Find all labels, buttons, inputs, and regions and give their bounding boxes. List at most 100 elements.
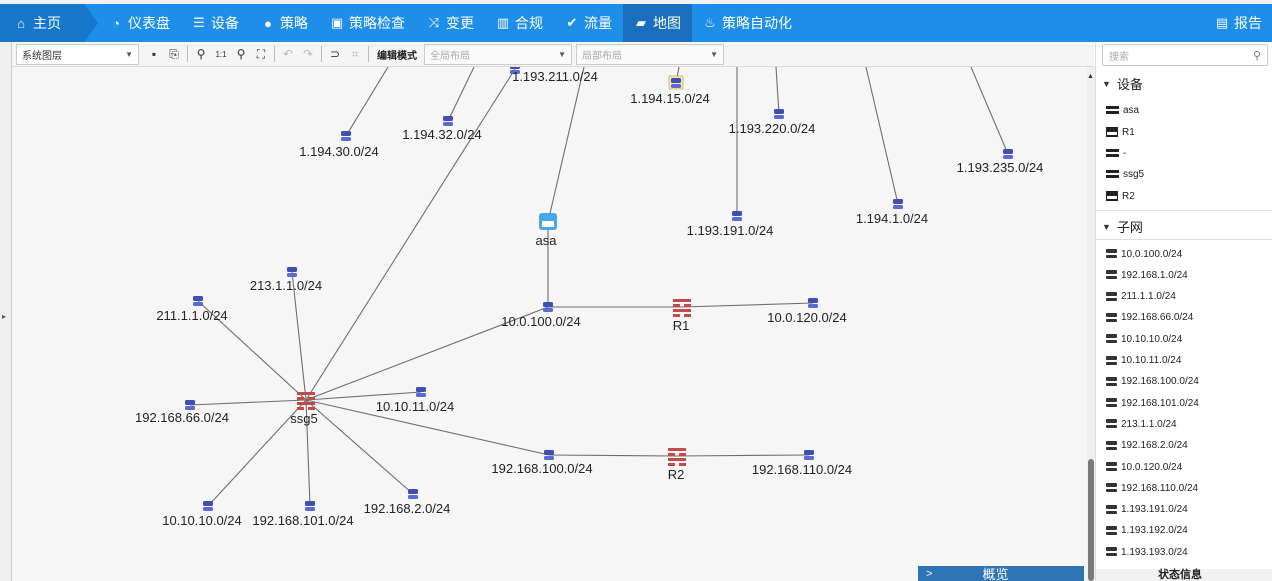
device-item-asa[interactable]: asa	[1106, 102, 1139, 118]
fit-screen-icon[interactable]: ⛶	[256, 46, 266, 61]
export-icon[interactable]: ⎘	[169, 46, 179, 61]
device-item-ssg5[interactable]: ssg5	[1106, 166, 1144, 182]
ssg5-router-icon[interactable]	[297, 392, 315, 410]
nav-report[interactable]: ▤报告	[1215, 4, 1262, 42]
nav-compliance[interactable]: ▥合规	[485, 4, 554, 42]
search-placeholder: 搜索	[1109, 51, 1129, 63]
map-link	[547, 67, 585, 223]
subnet-item[interactable]: 10.0.100.0/24	[1106, 246, 1182, 262]
nav-policy-automation[interactable]: ♨策略自动化	[692, 4, 803, 42]
subnet-node-icon[interactable]	[544, 450, 554, 460]
subnet-item[interactable]: 213.1.1.0/24	[1106, 416, 1177, 432]
subnet-node-icon[interactable]	[804, 450, 814, 460]
subnet-item[interactable]: 1.193.191.0/24	[1106, 502, 1188, 518]
scroll-up-icon[interactable]: ▲	[1087, 73, 1094, 80]
local-layout-select[interactable]: 局部布局▼	[576, 43, 724, 65]
top-nav: ⌂ 主页 ◔仪表盘 ☰设备 ●策略 ▣策略检查 ⤨变更 ▥合规 ✔流量 ▰地图 …	[0, 0, 1272, 42]
subnet-item[interactable]: 192.168.1.0/24	[1106, 267, 1188, 283]
nav-devices[interactable]: ☰设备	[181, 4, 250, 42]
device-item-r1[interactable]: R1	[1106, 124, 1135, 140]
subnet-item[interactable]: 211.1.1.0/24	[1106, 289, 1176, 305]
subnet-name: 192.168.2.0/24	[1121, 440, 1188, 452]
subnet-node-icon[interactable]	[774, 109, 784, 119]
subnet-node-icon[interactable]	[668, 75, 684, 90]
subnet-item[interactable]: 192.168.2.0/24	[1106, 438, 1188, 454]
left-panel-toggle[interactable]: ▸	[0, 42, 12, 581]
zoom-out-icon[interactable]: ⚲	[236, 47, 246, 61]
nav-change[interactable]: ⤨变更	[416, 4, 485, 42]
devices-section-header[interactable]: ▼ 设备	[1102, 74, 1143, 93]
nav-policy[interactable]: ●策略	[250, 4, 319, 42]
nav-home[interactable]: ⌂ 主页	[0, 4, 98, 42]
subnets-section-header[interactable]: ▼ 子网	[1102, 217, 1143, 236]
subnet-node-icon[interactable]	[510, 67, 520, 74]
search-input[interactable]: 搜索 ⚲	[1102, 44, 1268, 66]
node-label: 1.194.1.0/24	[856, 211, 928, 226]
subnet-item[interactable]: 192.168.100.0/24	[1106, 374, 1199, 390]
subnet-node-icon[interactable]	[893, 199, 903, 209]
topology-graph[interactable]: 1.193.211.0/241.194.15.0/241.194.30.0/24…	[12, 67, 1087, 581]
subnet-node-icon[interactable]	[443, 116, 453, 126]
subnet-node-icon[interactable]	[203, 501, 213, 511]
subnet-node-icon[interactable]	[305, 501, 315, 511]
caret-down-icon: ▼	[558, 49, 566, 59]
subnet-node-icon[interactable]	[808, 298, 818, 308]
node-label: 1.193.191.0/24	[687, 223, 774, 238]
subnet-node-icon[interactable]	[732, 211, 742, 221]
subnet-node-icon[interactable]	[185, 400, 195, 410]
subnet-item[interactable]: 192.168.101.0/24	[1106, 395, 1199, 411]
subnet-node-icon[interactable]	[408, 489, 418, 499]
scrollbar-thumb[interactable]	[1088, 459, 1094, 581]
subnet-item[interactable]: 10.0.120.0/24	[1106, 459, 1182, 475]
subnet-item[interactable]: 1.193.193.0/24	[1106, 544, 1188, 560]
redo-icon[interactable]: ↷	[302, 47, 314, 61]
subnet-node-icon[interactable]	[1003, 149, 1013, 159]
subnet-node-icon[interactable]	[341, 131, 351, 141]
subnet-item[interactable]: 192.168.110.0/24	[1106, 480, 1198, 496]
bar-chart-icon: ▥	[496, 15, 510, 30]
select-icon[interactable]: ⌗	[351, 46, 359, 61]
subnet-item[interactable]: 1.193.192.0/24	[1106, 523, 1188, 539]
save-icon[interactable]: ▪	[151, 47, 157, 61]
nav-dashboard[interactable]: ◔仪表盘	[98, 4, 181, 42]
subnet-item[interactable]: 192.168.66.0/24	[1106, 310, 1193, 326]
subnet-name: 192.168.110.0/24	[1121, 482, 1199, 494]
layer-select[interactable]: 系统图层▼	[16, 43, 139, 65]
asa-firewall-icon[interactable]	[539, 213, 557, 230]
map-link	[305, 399, 550, 456]
undo-icon[interactable]: ↶	[282, 47, 294, 61]
node-label: 192.168.66.0/24	[135, 410, 229, 425]
nav-traffic[interactable]: ✔流量	[554, 4, 623, 42]
global-layout-select[interactable]: 全局布局▼	[424, 43, 572, 65]
overview-panel-header[interactable]: > 概览	[918, 566, 1084, 581]
r1-router-icon[interactable]	[673, 299, 691, 317]
flame-icon: ♨	[704, 15, 716, 30]
node-label: ssg5	[290, 411, 317, 426]
nav-label: 地图	[653, 15, 681, 31]
section-divider	[1096, 210, 1272, 211]
edit-mode-button[interactable]: 编辑模式	[372, 47, 422, 62]
status-panel-header[interactable]: 状态信息	[1096, 569, 1272, 581]
nav-label: 流量	[584, 15, 612, 31]
device-item-dash[interactable]: -	[1106, 145, 1126, 161]
map-link	[970, 67, 1009, 155]
zoom-in-icon[interactable]: ⚲	[196, 47, 206, 61]
r2-router-icon[interactable]	[668, 448, 686, 466]
subnet-node-icon[interactable]	[416, 387, 426, 397]
subnet-item[interactable]: 10.10.10.0/24	[1106, 331, 1182, 347]
toolbar-divider	[368, 46, 369, 62]
map-link	[197, 300, 307, 401]
nav-map[interactable]: ▰地图	[623, 4, 692, 42]
link-icon[interactable]: ⊃	[329, 47, 341, 61]
subnet-node-icon[interactable]	[287, 267, 297, 277]
subnet-icon	[1106, 462, 1117, 472]
subnet-node-icon[interactable]	[543, 302, 553, 312]
zoom-reset-button[interactable]: 1:1	[212, 45, 230, 63]
nav-policy-check[interactable]: ▣策略检查	[319, 4, 416, 42]
subnet-node-icon[interactable]	[193, 296, 203, 306]
subnet-item[interactable]: 10.10.11.0/24	[1106, 353, 1181, 369]
map-scrollbar[interactable]: ▲	[1087, 67, 1095, 581]
search-icon[interactable]: ⚲	[1252, 49, 1261, 62]
device-item-r2[interactable]: R2	[1106, 188, 1135, 204]
